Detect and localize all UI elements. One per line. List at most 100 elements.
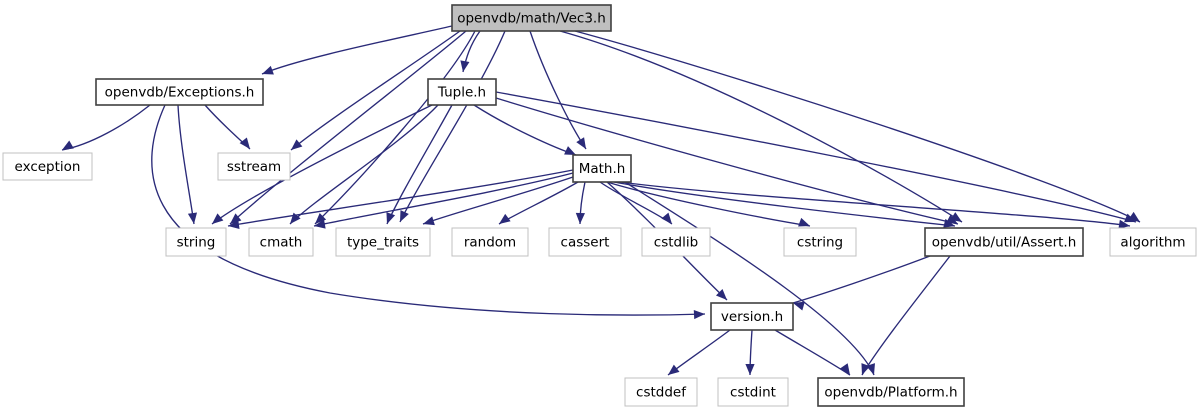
node-box-cmath[interactable] [248,227,314,257]
edge-math-to-algorithm [619,181,1131,227]
node-cstdlib[interactable]: cstdlib [641,227,711,257]
arrowhead-math-to-cmath [314,219,326,229]
node-box-version[interactable] [710,302,794,331]
arrowhead-assert-to-version [793,301,805,311]
edge-exceptions-to-string [177,104,195,225]
arrowhead-math-to-cstdlib [661,212,672,224]
node-box-cstdlib[interactable] [641,227,711,257]
node-label-version: version.h [721,309,783,325]
edge-version-to-cstddef [667,329,731,376]
node-cstdint[interactable]: cstdint [717,377,789,407]
node-box-random[interactable] [451,227,529,257]
arrowhead-exceptions-to-string [187,212,198,224]
node-box-cstring[interactable] [783,227,857,257]
node-tuple[interactable]: Tuple.h [427,78,497,106]
node-cstddef[interactable]: cstddef [624,377,698,407]
node-type_traits[interactable]: type_traits [335,227,431,257]
edge-vec3-to-assert [559,30,963,223]
arrowhead-math-to-cassert [575,212,585,224]
node-string[interactable]: string [165,227,227,257]
node-label-platform: openvdb/Platform.h [824,385,957,401]
edge-vec3-to-algorithm [574,30,1141,223]
node-vec3[interactable]: openvdb/math/Vec3.h [451,4,612,32]
edge-exceptions-to-exception [61,104,151,151]
edge-math-to-cstring [606,181,811,227]
node-platform[interactable]: openvdb/Platform.h [817,377,965,407]
edge-tuple-to-math [473,104,577,156]
node-box-exceptions[interactable] [95,78,264,106]
node-box-tuple[interactable] [427,78,497,106]
node-label-cstdint: cstdint [730,385,776,401]
arrowhead-vec3-to-exceptions [262,65,274,75]
edge-assert-to-version [792,255,931,304]
node-box-cstddef[interactable] [624,377,698,407]
node-algorithm[interactable]: algorithm [1109,227,1197,257]
node-random[interactable]: random [451,227,529,257]
node-box-sstream[interactable] [217,152,291,181]
node-label-exception: exception [15,159,81,175]
edge-vec3-to-string [229,30,467,225]
edge-vec3-to-exceptions [261,25,453,75]
arrowhead-version-to-cstdint [745,364,755,375]
edge-tuple-to-string [211,104,433,225]
edge-assert-to-platform [861,255,951,376]
node-assert[interactable]: openvdb/util/Assert.h [924,227,1084,257]
node-box-cstdint[interactable] [717,377,789,407]
node-exceptions[interactable]: openvdb/Exceptions.h [95,78,264,106]
arrowhead-vec3-to-math [576,137,586,149]
node-box-string[interactable] [165,227,227,257]
node-cstring[interactable]: cstring [783,227,857,257]
node-label-cstdlib: cstdlib [654,235,698,251]
node-exception[interactable]: exception [2,152,93,181]
node-label-math: Math.h [579,161,626,177]
node-box-algorithm[interactable] [1109,227,1197,257]
node-box-cassert[interactable] [548,227,622,257]
arrowhead-math-to-algorithm [1118,219,1130,229]
node-label-type_traits: type_traits [347,235,419,251]
edge-vec3-to-type_traits [399,30,506,223]
arrowhead-math-to-type_traits [423,216,435,226]
arrowhead-tuple-to-string [212,213,224,224]
edge-version-to-platform [774,329,851,376]
arrowhead-exceptions-to-exception [62,140,74,150]
arrowhead-vec3-to-tuple [460,60,470,72]
edge-math-to-assert [613,181,956,227]
arrowhead-tuple-to-cmath [290,212,301,224]
node-label-cstring: cstring [797,235,843,251]
node-box-type_traits[interactable] [335,227,431,257]
node-label-vec3: openvdb/math/Vec3.h [457,11,606,27]
node-box-math[interactable] [572,154,632,183]
edge-tuple-to-cmath [289,104,439,225]
node-label-sstream: sstream [227,159,281,175]
node-math[interactable]: Math.h [572,154,632,183]
node-label-string: string [177,235,216,251]
edge-tuple-to-algorithm [495,91,1137,223]
arrowhead-vec3-to-string [230,213,242,224]
node-layer: openvdb/math/Vec3.h openvdb/Exceptions.h T… [2,4,1197,407]
node-cmath[interactable]: cmath [248,227,314,257]
node-box-assert[interactable] [924,227,1084,257]
node-cassert[interactable]: cassert [548,227,622,257]
node-box-exception[interactable] [2,152,93,181]
edge-math-to-cmath [313,172,574,227]
arrowhead-tuple-to-math [564,146,576,155]
arrowhead-vec3-to-type_traits [400,210,409,222]
arrowhead-assert-to-platform [861,363,871,375]
node-label-algorithm: algorithm [1120,235,1185,251]
arrowhead-math-to-cstring [798,217,810,227]
edge-math-to-platform [624,181,875,376]
node-label-cmath: cmath [260,235,303,251]
node-box-vec3[interactable] [451,4,612,32]
arrowhead-exceptions-to-sstream [239,137,250,149]
arrowhead-math-to-assert [943,218,955,228]
edge-vec3-to-sstream [290,30,461,151]
node-label-random: random [464,235,516,251]
node-sstream[interactable]: sstream [217,152,291,181]
edge-vec3-to-cmath [314,30,476,225]
node-label-assert: openvdb/util/Assert.h [932,235,1077,251]
node-version[interactable]: version.h [710,302,794,331]
node-box-platform[interactable] [817,377,965,407]
edge-tuple-to-assert [495,97,959,225]
edge-tuple-to-type_traits [386,104,453,225]
